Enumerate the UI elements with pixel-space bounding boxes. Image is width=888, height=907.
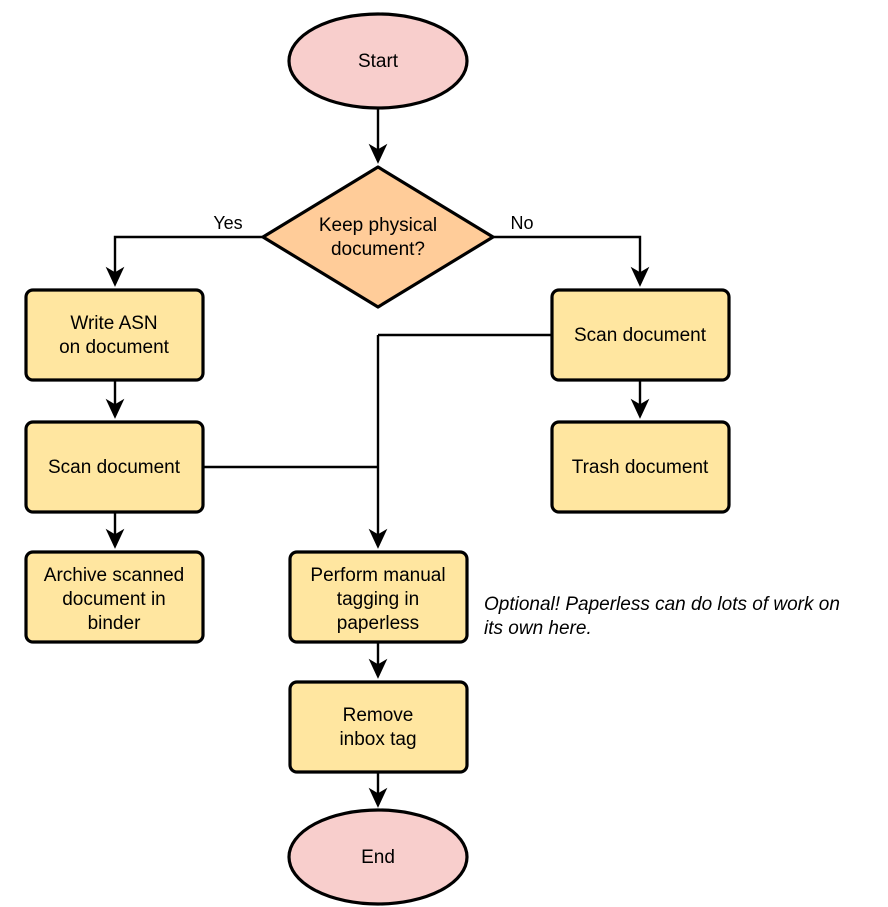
node-trash-document[interactable]: Trash document	[550, 420, 731, 514]
end-label: End	[361, 847, 395, 868]
edge-label-yes: Yes	[213, 213, 242, 233]
annotation-optional-note: Optional! Paperless can do lots of work …	[484, 594, 840, 639]
start-ellipse-shape	[287, 12, 469, 110]
remove-inbox-tag-box-shape	[288, 680, 469, 774]
node-remove-inbox-tag[interactable]: Remove inbox tag	[288, 680, 469, 774]
trash-document-label: Trash document	[572, 457, 709, 478]
optional-note-line2: its own here.	[484, 618, 592, 639]
archive-label-line3: binder	[88, 613, 141, 634]
node-perform-manual-tagging[interactable]: Perform manual tagging in paperless	[288, 550, 469, 644]
trash-document-box-shape	[550, 420, 731, 514]
node-start[interactable]: Start	[287, 12, 469, 110]
scan-document-left-label: Scan document	[48, 457, 181, 478]
start-label: Start	[358, 51, 399, 72]
scan-document-right-box-shape	[550, 288, 731, 382]
connector-layer	[105, 108, 650, 808]
edge-label-no: No	[510, 213, 533, 233]
edge-decision-no	[493, 235, 650, 287]
remove-inbox-tag-label-line2: inbox tag	[339, 729, 416, 750]
edge-decision-yes	[105, 235, 263, 287]
archive-label-line1: Archive scanned	[44, 565, 184, 586]
node-scan-document-right[interactable]: Scan document	[550, 288, 731, 382]
node-archive-scanned-document[interactable]: Archive scanned document in binder	[24, 550, 205, 644]
optional-note-line1: Optional! Paperless can do lots of work …	[484, 594, 840, 615]
node-write-asn-on-document[interactable]: Write ASN on document	[24, 288, 205, 382]
edge-label-layer: Yes No	[213, 213, 533, 233]
write-asn-box-shape	[24, 288, 205, 382]
archive-box-shape	[24, 550, 205, 644]
decision-label-line1: Keep physical	[319, 215, 437, 236]
node-end[interactable]: End	[287, 808, 469, 906]
archive-label-line2: document in	[62, 589, 166, 610]
tagging-label-line3: paperless	[337, 613, 419, 634]
end-ellipse-shape	[287, 808, 469, 906]
decision-label-line2: document?	[331, 239, 425, 260]
decision-diamond-shape	[261, 165, 495, 309]
tagging-label-line2: tagging in	[337, 589, 419, 610]
remove-inbox-tag-label-line1: Remove	[343, 705, 414, 726]
scan-document-right-label: Scan document	[574, 325, 707, 346]
node-scan-document-left[interactable]: Scan document	[24, 420, 205, 514]
tagging-label-line1: Perform manual	[310, 565, 445, 586]
tagging-box-shape	[288, 550, 469, 644]
node-decision-keep-physical-document[interactable]: Keep physical document?	[261, 165, 495, 309]
write-asn-label-line2: on document	[59, 337, 170, 358]
scan-document-left-box-shape	[24, 420, 205, 514]
write-asn-label-line1: Write ASN	[70, 313, 157, 334]
